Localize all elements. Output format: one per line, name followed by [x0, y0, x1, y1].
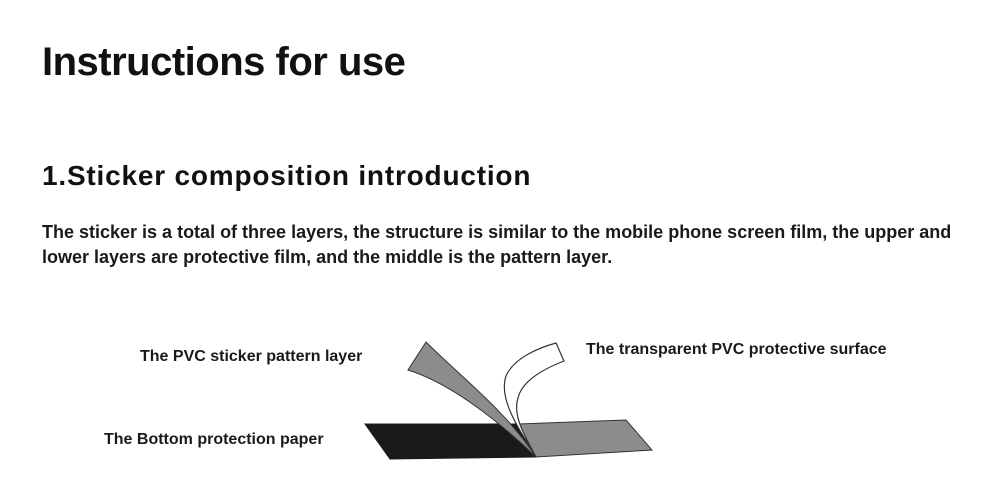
- section-heading: 1.Sticker composition introduction: [42, 160, 532, 191]
- pattern-layer-label: The PVC sticker pattern layer: [140, 348, 363, 365]
- layers-illustration: [364, 341, 654, 460]
- protective-surface-curl: [503, 342, 565, 458]
- pattern-layer-flat: [517, 419, 654, 458]
- sticker-layers-diagram: The PVC sticker pattern layer The transp…: [0, 290, 1000, 500]
- page-title: Instructions for use: [42, 40, 406, 84]
- bottom-paper-label: The Bottom protection paper: [104, 431, 324, 448]
- protective-surface-label: The transparent PVC protective surface: [586, 341, 887, 358]
- pattern-layer-curl: [407, 341, 537, 458]
- intro-paragraph: The sticker is a total of three layers, …: [42, 222, 952, 267]
